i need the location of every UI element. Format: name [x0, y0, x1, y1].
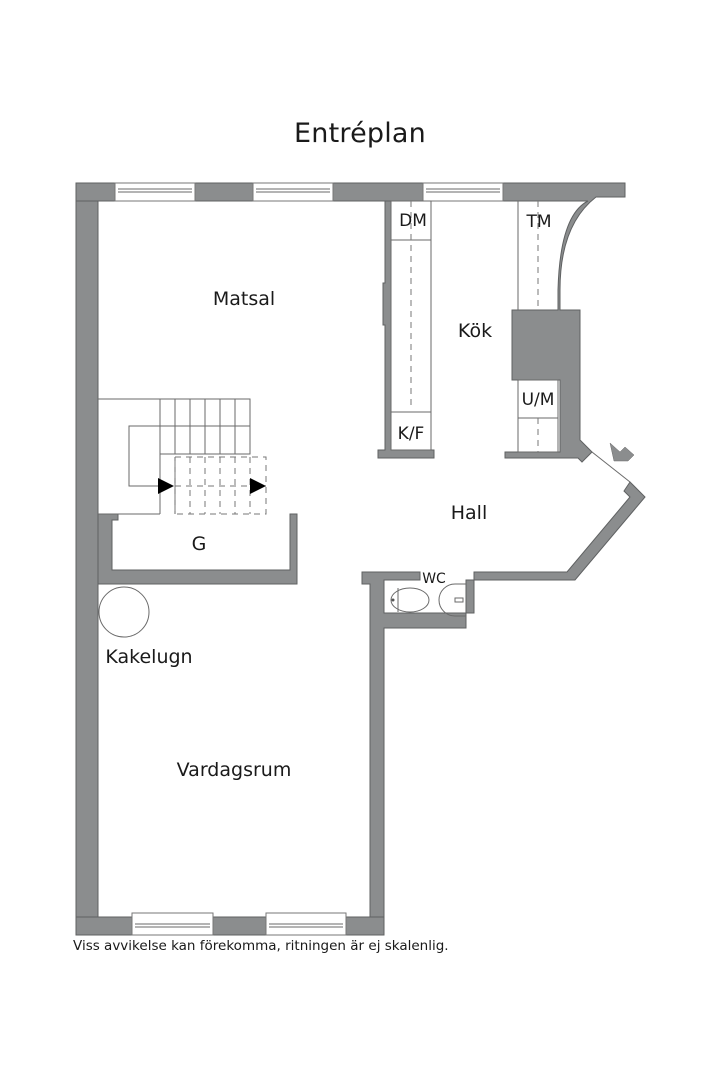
window-bottom-2 — [265, 912, 347, 936]
window-top-3 — [422, 182, 504, 202]
wc-fixtures — [390, 583, 466, 617]
room-label-hall: Hall — [450, 502, 488, 524]
appliance-label-tm: TM — [526, 212, 552, 232]
appliance-label-kf: K/F — [397, 424, 425, 444]
staircase — [98, 398, 267, 515]
wall-bottom-pier — [345, 916, 385, 936]
wall-top-pier — [194, 182, 254, 202]
kakelugn-stove — [98, 586, 150, 638]
entrance-arrow-icon — [609, 442, 635, 462]
stair-arrow-icon — [158, 478, 174, 494]
wall-entrance — [361, 481, 646, 936]
window-top-1 — [114, 182, 196, 202]
appliance-label-um: U/M — [521, 390, 555, 410]
stair-arrow-icon — [250, 478, 266, 494]
wall-top-right-curve — [502, 182, 626, 463]
kitchen-counter-left — [390, 200, 432, 451]
plan-title: Entréplan — [294, 118, 426, 149]
wall-bottom-pier — [212, 916, 267, 936]
wall-top — [75, 182, 116, 202]
window-bottom-1 — [131, 912, 214, 936]
appliance-label-dm: DM — [399, 211, 427, 231]
room-label-g: G — [191, 533, 207, 555]
wall-left — [75, 183, 99, 936]
wall-top-pier — [332, 182, 424, 202]
wall-bottom — [75, 916, 133, 936]
room-label-kakelugn: Kakelugn — [105, 646, 193, 668]
room-label-kok: Kök — [457, 320, 493, 342]
disclaimer-note: Viss avvikelse kan förekomma, ritningen … — [73, 938, 449, 954]
window-top-2 — [252, 182, 334, 202]
room-label-wc: WC — [422, 571, 446, 587]
room-label-vardagsrum: Vardagsrum — [176, 759, 292, 781]
room-label-matsal: Matsal — [212, 288, 276, 310]
kitchen-counter-right — [517, 201, 559, 453]
entrance-door — [591, 451, 631, 483]
wall-storage — [97, 513, 298, 585]
